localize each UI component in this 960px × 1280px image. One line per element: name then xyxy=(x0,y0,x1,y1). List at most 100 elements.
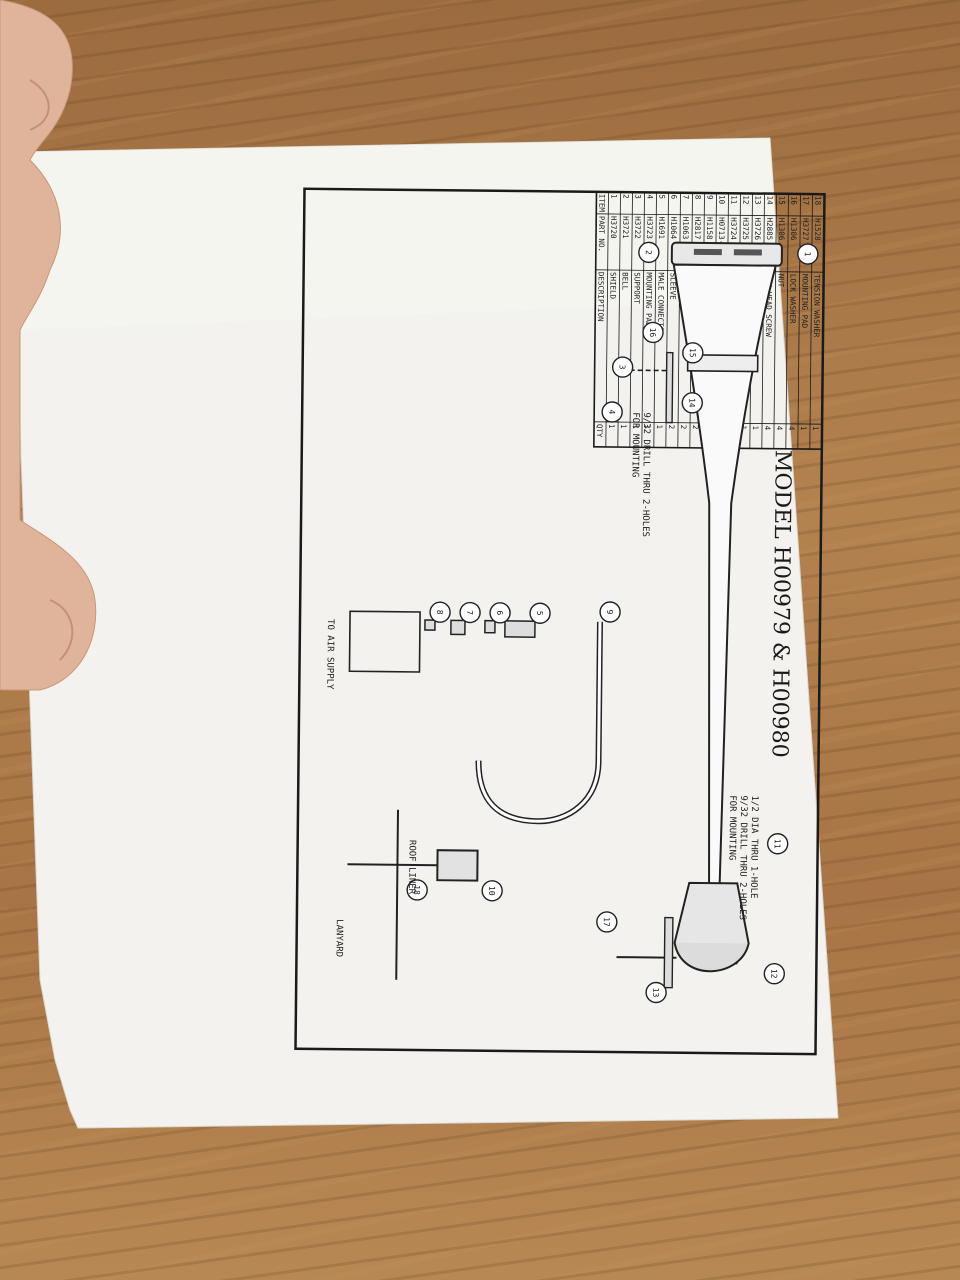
note-drill-support-2: FOR MOUNTING xyxy=(630,412,641,477)
knuckle-line xyxy=(29,79,50,131)
sleeve xyxy=(484,619,496,634)
drawing-frame xyxy=(294,187,826,1056)
horn-body-cover xyxy=(673,942,750,973)
note-roof-liner: ROOF LINER xyxy=(406,840,417,895)
lanyard-line xyxy=(347,863,438,867)
callout-circle xyxy=(481,880,503,902)
callout-circle xyxy=(601,401,623,423)
table-cell-part-no: H3725 xyxy=(741,217,750,240)
support-mounting-pad xyxy=(665,351,674,424)
table-cell-part-no: H2817 xyxy=(693,217,702,240)
callout-circle xyxy=(611,356,634,378)
air-supply-box xyxy=(348,610,421,673)
table-cell-qty: 1 xyxy=(607,424,616,429)
table-cell-item: 1 xyxy=(609,194,618,199)
table-cell-part-no: H1306 xyxy=(789,218,798,241)
table-header-description: DESCRIPTION xyxy=(596,272,606,322)
callout-circle xyxy=(645,981,667,1004)
table-cell-part-no: H3722 xyxy=(633,216,642,239)
note-drill-body-3: FOR MOUNTING xyxy=(727,795,738,860)
callout-label: 6 xyxy=(495,610,504,615)
table-rule xyxy=(677,192,681,448)
table-rule xyxy=(629,192,633,448)
table-rule xyxy=(641,192,645,448)
callout-circle xyxy=(406,879,428,901)
table-cell-qty: 2 xyxy=(667,425,676,430)
callout-circle xyxy=(638,241,660,264)
table-cell-item: 11 xyxy=(729,195,738,204)
table-cell-part-no: H1063 xyxy=(681,217,690,240)
table-cell-qty: 2 xyxy=(679,425,688,430)
insert xyxy=(424,619,436,631)
table-cell-qty: 4 xyxy=(787,426,796,431)
table-cell-item: 6 xyxy=(669,195,678,200)
callout-label: 2 xyxy=(644,250,653,255)
table-cell-description: SUPPORT xyxy=(632,272,641,304)
roof-liner-line xyxy=(395,809,400,980)
note-lanyard: LANYARD xyxy=(333,919,343,957)
callout-circle xyxy=(766,833,789,855)
table-cell-description: HEX HEAD SCREW xyxy=(764,274,774,338)
shield-slot xyxy=(693,248,722,256)
table-cell-part-no: H1528 xyxy=(813,218,822,241)
callout-label: 12 xyxy=(769,969,778,979)
table-cell-description: MOUNTING PAD xyxy=(644,272,654,327)
table-cell-part-no: H3723 xyxy=(645,216,654,239)
hand-holding-paper xyxy=(0,0,97,691)
table-cell-description: LOCK WASHER xyxy=(788,274,798,324)
thumb-line xyxy=(49,599,74,661)
table-header-qty: QTY xyxy=(595,424,604,438)
table-rule xyxy=(809,194,813,450)
callout-label: 9 xyxy=(605,610,614,615)
body-mounting-pad xyxy=(663,916,674,989)
table-cell-part-no: H1306 xyxy=(777,218,786,241)
support-bracket xyxy=(686,353,759,373)
callout-circle xyxy=(763,963,786,985)
model-title: MODEL H00979 & H00980 xyxy=(767,450,795,758)
table-cell-description: BELL xyxy=(620,272,629,291)
table-cell-qty: 2 xyxy=(691,425,700,430)
table-cell-item: 12 xyxy=(741,195,750,204)
table-cell-item: 16 xyxy=(789,196,798,206)
table-cell-qty: 4 xyxy=(775,426,784,431)
callout-label: 18 xyxy=(412,885,421,895)
table-cell-item: 14 xyxy=(765,196,774,206)
callout-label: 10 xyxy=(487,886,496,896)
table-header-part-no: PART NO. xyxy=(597,216,606,252)
table-rule xyxy=(653,192,657,448)
callout-label: 3 xyxy=(618,365,627,370)
callout-label: 14 xyxy=(687,398,696,408)
callout-circle xyxy=(797,243,819,265)
table-cell-qty: 1 xyxy=(643,424,652,429)
table-cell-description: NUT xyxy=(776,274,785,288)
table-cell-part-no: H3726 xyxy=(753,217,762,240)
table-cell-item: 5 xyxy=(657,194,666,199)
paper-sheet xyxy=(9,137,839,1129)
hand-shape xyxy=(0,0,97,691)
table-cell-qty: 1 xyxy=(619,424,628,429)
callout-label: 1 xyxy=(803,252,812,257)
callout-circle xyxy=(642,321,664,344)
table-cell-part-no: H0713-A1 xyxy=(717,217,726,253)
paper-highlight xyxy=(10,138,780,330)
table-cell-item: 18 xyxy=(813,196,822,206)
callout-label: 17 xyxy=(602,917,611,927)
table-cell-part-no: H3724 xyxy=(729,217,738,240)
table-cell-part-no: H3720 xyxy=(609,216,618,239)
table-cell-item: 7 xyxy=(681,195,690,200)
callout-circle xyxy=(529,602,551,624)
table-col-rule xyxy=(596,213,825,217)
callout-label: 13 xyxy=(651,988,660,998)
table-cell-qty: 1 xyxy=(799,426,808,431)
table-rule xyxy=(773,193,777,449)
table-cell-qty: 1 xyxy=(751,425,760,430)
callout-circle xyxy=(596,911,618,933)
tubing-inner xyxy=(477,621,602,823)
callout-circle xyxy=(489,602,511,624)
table-cell-qty: 1 xyxy=(655,424,664,429)
callout-label: 8 xyxy=(435,610,444,615)
callout-label: 15 xyxy=(688,348,697,358)
